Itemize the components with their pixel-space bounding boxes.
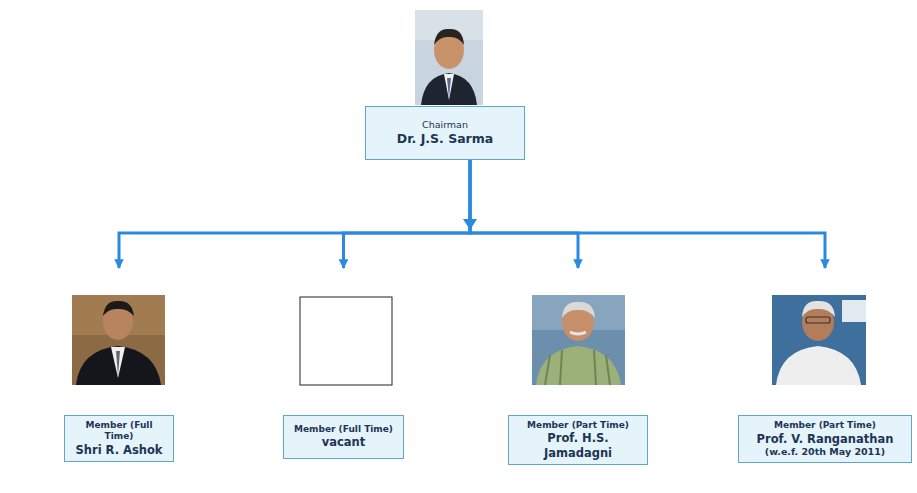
- portrait-photo: [72, 295, 165, 385]
- person-name: Dr. J.S. Sarma: [397, 131, 493, 147]
- person-name: Prof. V. Ranganathan: [757, 432, 894, 446]
- reporting-connector: [344, 160, 471, 268]
- role-label: Member (Part Time): [527, 420, 629, 431]
- person-name: Prof. H.S. Jamadagni: [515, 431, 641, 460]
- member-box: Member (Full Time)vacant: [283, 415, 404, 459]
- role-label: Member (Full Time): [71, 420, 167, 443]
- member-box: Member (Part Time)Prof. H.S. Jamadagni: [508, 415, 648, 465]
- org-node: ChairmanDr. J.S. Sarma: [365, 10, 525, 160]
- role-label: Member (Part Time): [774, 420, 876, 431]
- org-node: Member (Full Time)vacant: [283, 268, 404, 459]
- member-box: Member (Full Time)Shri R. Ashok: [64, 415, 174, 462]
- org-node: Member (Full Time)Shri R. Ashok: [64, 268, 174, 462]
- reporting-connector: [119, 160, 470, 268]
- role-label: Member (Full Time): [294, 424, 393, 435]
- member-box: Member (Part Time)Prof. V. Ranganathan(w…: [738, 415, 912, 463]
- empty-photo-frame: [300, 297, 392, 385]
- portrait-photo: [415, 10, 483, 105]
- chairman-box: ChairmanDr. J.S. Sarma: [365, 106, 525, 160]
- org-node: Member (Part Time)Prof. V. Ranganathan(w…: [738, 268, 912, 463]
- reporting-connector: [470, 160, 578, 268]
- person-name: vacant: [322, 435, 366, 449]
- org-node: Member (Part Time)Prof. H.S. Jamadagni: [508, 268, 648, 465]
- reporting-connector: [470, 160, 825, 268]
- person-name: Shri R. Ashok: [75, 443, 162, 457]
- portrait-photo: [532, 295, 625, 385]
- portrait-photo: [772, 295, 866, 385]
- role-label: Chairman: [422, 119, 468, 131]
- date-note: (w.e.f. 20th May 2011): [765, 446, 885, 458]
